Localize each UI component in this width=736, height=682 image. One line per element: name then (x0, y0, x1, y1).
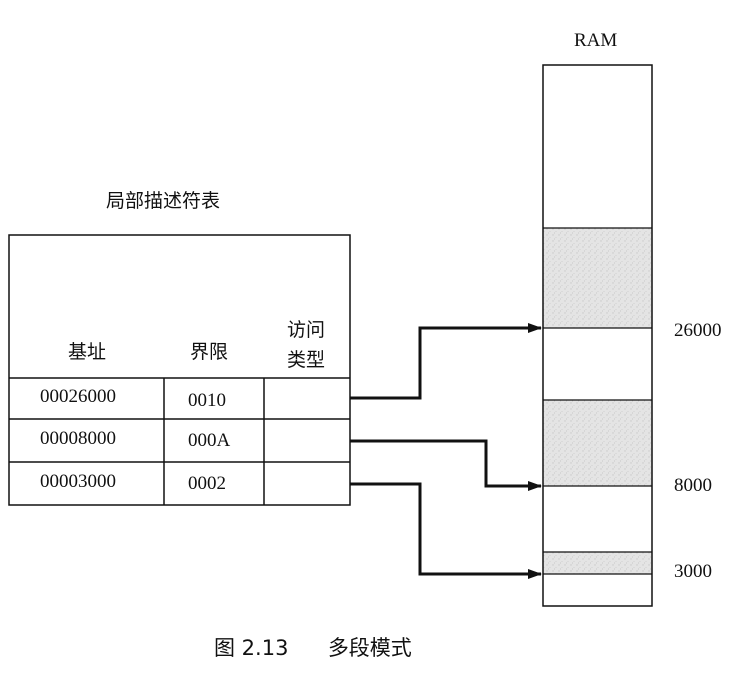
mapping-arrows (350, 323, 542, 579)
table-title: 局部描述符表 (106, 190, 221, 212)
caption-title: 多段模式 (327, 636, 412, 660)
ram-column (542, 64, 653, 607)
arrow-row-3-to-3000 (350, 482, 542, 579)
ram-segment-2 (543, 400, 652, 486)
header-limit: 界限 (190, 341, 229, 363)
header-access-line1: 访问 (287, 319, 326, 341)
row-2-limit: 000A (188, 430, 231, 451)
ram-border (542, 64, 653, 607)
ram-segment-3 (543, 552, 652, 574)
descriptor-table (8, 234, 351, 506)
table-border (8, 234, 351, 506)
header-access-line2: 类型 (287, 349, 326, 371)
arrow-row-1-to-26000 (350, 323, 542, 400)
address-label-3000: 3000 (674, 561, 712, 582)
ram-label: RAM (574, 30, 618, 51)
row-1-limit: 0010 (188, 390, 226, 411)
row-2-base: 00008000 (40, 428, 116, 449)
caption-figure-number: 图 2.13 (214, 636, 289, 660)
header-base: 基址 (68, 341, 107, 363)
row-3-limit: 0002 (188, 473, 226, 494)
figure-caption: 图 2.13 多段模式 (214, 632, 412, 662)
address-label-26000: 26000 (674, 320, 722, 341)
row-1-base: 00026000 (40, 386, 116, 407)
address-label-8000: 8000 (674, 475, 712, 496)
arrow-row-2-to-8000 (350, 439, 542, 491)
row-3-base: 00003000 (40, 471, 116, 492)
ram-segment-1 (543, 228, 652, 328)
